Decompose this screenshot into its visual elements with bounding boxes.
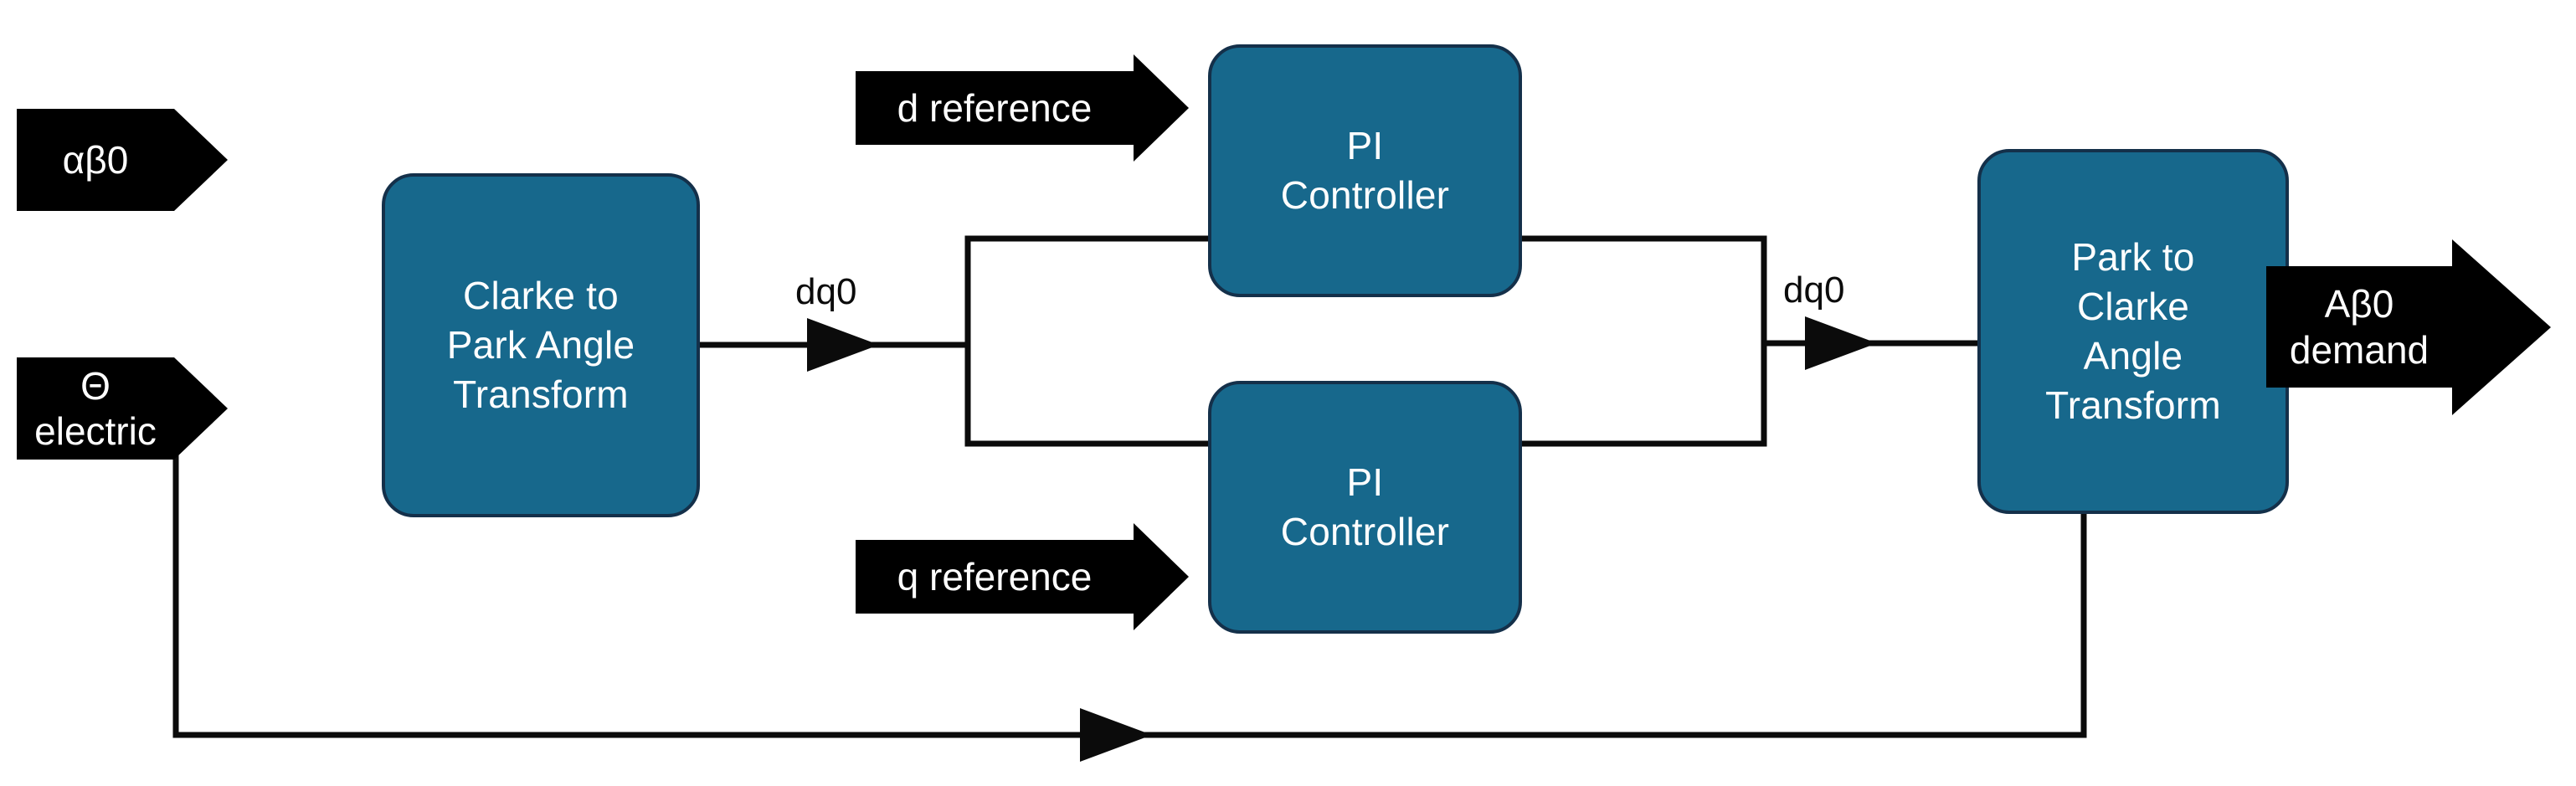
input-arrow-alpha-beta-0-label: αβ0: [17, 109, 174, 211]
arrow-head-icon: [2452, 239, 2551, 415]
block-clarke-to-park-angle-transform-label: Clarke to Park Angle Transform: [446, 274, 635, 416]
block-clarke-to-park-angle-transform[interactable]: Clarke to Park Angle Transform: [382, 173, 700, 517]
arrow-head-icon: [1134, 54, 1189, 162]
block-pi-controller-q-axis-label: PI Controller: [1280, 460, 1450, 553]
input-arrow-theta-electric-label: Θ electric: [17, 357, 174, 460]
arrow-head-icon: [174, 357, 228, 460]
input-arrow-theta-electric[interactable]: Θ electric: [17, 357, 228, 460]
input-arrow-alpha-beta-0[interactable]: αβ0: [17, 109, 228, 211]
input-arrow-q-reference[interactable]: q reference: [856, 523, 1189, 630]
input-arrow-d-reference[interactable]: d reference: [856, 54, 1189, 162]
output-arrow-a-beta-0-demand[interactable]: Aβ0 demand: [2266, 239, 2551, 415]
arrow-head-icon: [1134, 523, 1189, 630]
arrowhead-dq0-right: [1805, 316, 1877, 370]
block-park-to-clarke-angle-transform[interactable]: Park to Clarke Angle Transform: [1977, 149, 2289, 514]
wire-label-dq0-left: dq0: [795, 271, 857, 312]
wire-label-dq0-right: dq0: [1783, 270, 1845, 311]
block-pi-controller-d-axis-label: PI Controller: [1280, 124, 1450, 217]
input-arrow-q-reference-label: q reference: [856, 540, 1134, 614]
arrow-head-icon: [174, 109, 228, 211]
input-arrow-d-reference-label: d reference: [856, 71, 1134, 145]
output-arrow-a-beta-0-demand-label: Aβ0 demand: [2266, 266, 2452, 388]
block-park-to-clarke-angle-transform-label: Park to Clarke Angle Transform: [2045, 235, 2221, 427]
arrowhead-dq0-left: [807, 318, 879, 372]
block-pi-controller-q-axis[interactable]: PI Controller: [1208, 381, 1522, 634]
arrowhead-feedback: [1080, 708, 1152, 762]
block-pi-controller-d-axis[interactable]: PI Controller: [1208, 44, 1522, 297]
